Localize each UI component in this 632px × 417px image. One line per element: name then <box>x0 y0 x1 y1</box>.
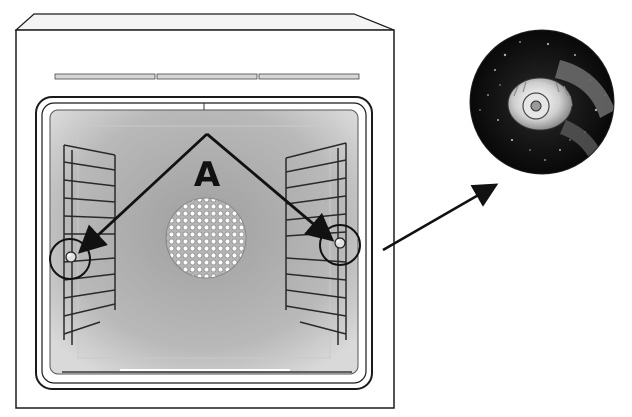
fan-cover <box>165 197 247 279</box>
door-lip <box>62 369 352 373</box>
vent-slots <box>54 73 360 80</box>
callout-label: A <box>194 155 221 195</box>
screw-right-highlight <box>319 224 361 266</box>
screw-left-highlight <box>49 238 91 280</box>
screw-left <box>65 251 77 263</box>
callout-arrows <box>77 132 335 254</box>
screw-right <box>334 237 346 249</box>
photo-pointer-arrow <box>382 183 499 252</box>
locating-screw-photo <box>469 29 615 175</box>
shelf-support-right <box>285 142 347 345</box>
shelf-support-left <box>63 144 116 345</box>
